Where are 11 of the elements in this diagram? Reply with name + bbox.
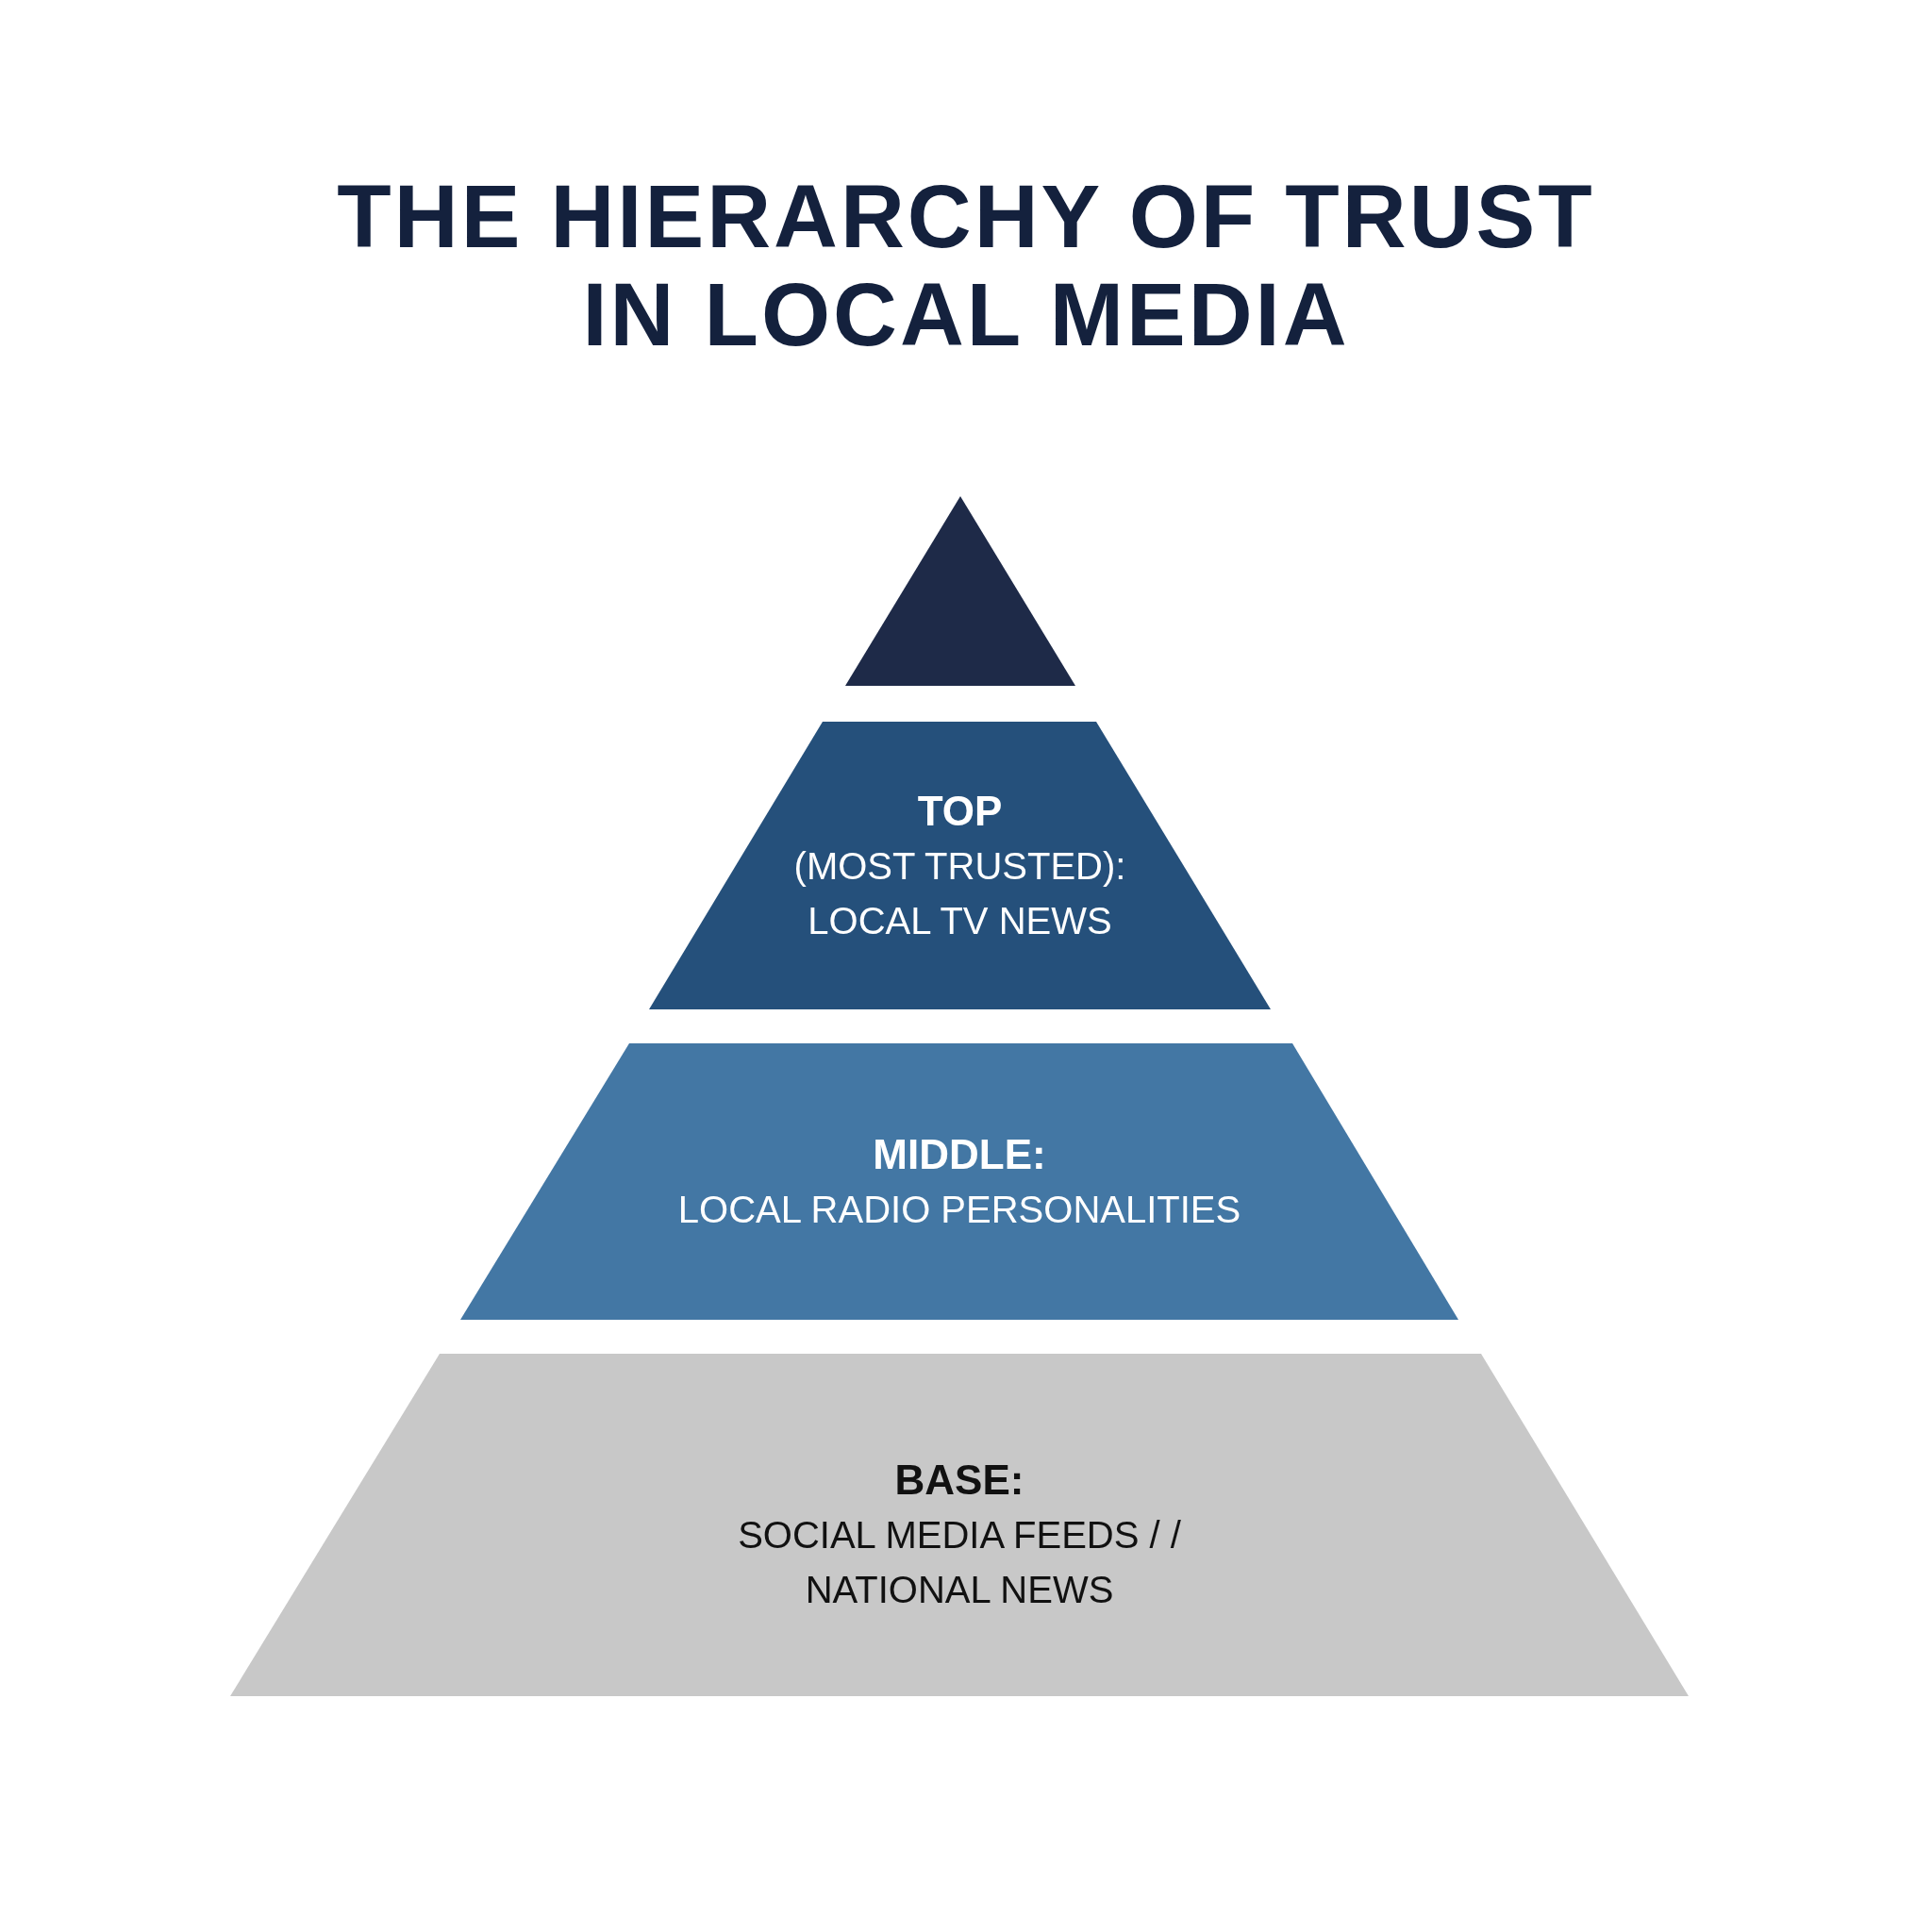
tier-text: (MOST TRUSTED): LOCAL TV NEWS — [792, 843, 1127, 943]
tier-text: LOCAL RADIO PERSONALITIES — [677, 1187, 1241, 1232]
tier-heading: TOP — [917, 786, 1003, 836]
title: THE HIERARCHY OF TRUST IN LOCAL MEDIA — [336, 168, 1596, 364]
pyramid-tier — [230, 1354, 1689, 1696]
tier-text: SOCIAL MEDIA FEEDS / / NATIONAL NEWS — [737, 1512, 1182, 1612]
pyramid-tier — [649, 722, 1271, 1009]
tier-heading: BASE: — [894, 1455, 1024, 1505]
pyramid-tier — [460, 1043, 1458, 1320]
pyramid-apex — [845, 496, 1075, 686]
tier-heading: MIDDLE: — [873, 1129, 1046, 1179]
